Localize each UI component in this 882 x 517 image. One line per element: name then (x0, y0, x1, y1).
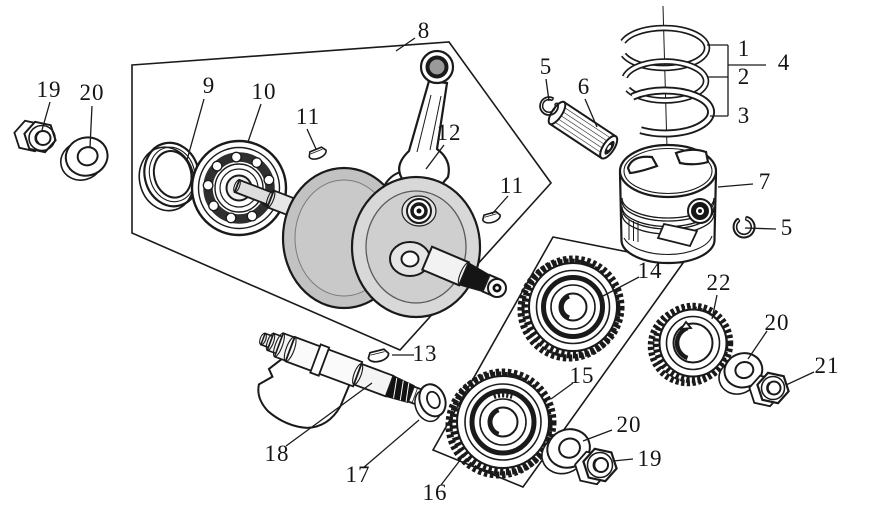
valve-pocket-left (626, 155, 659, 175)
woodruff-key-right (481, 210, 501, 224)
leader-8 (395, 37, 416, 52)
leader-12 (425, 144, 445, 170)
flange-nut-left (13, 119, 57, 154)
pin-boss-facet (656, 222, 699, 248)
flange-nut-right (748, 371, 790, 408)
piston-pin-circlip-left (539, 96, 559, 116)
leader-lines (41, 37, 815, 486)
balance-shaft-key (367, 348, 390, 363)
top-compression-ring (620, 24, 711, 72)
leader-22 (711, 294, 718, 320)
shaft-collar (309, 343, 331, 377)
leader-19-left (41, 101, 51, 131)
leader-9 (186, 98, 205, 161)
leader-10 (247, 103, 262, 143)
piston-pin-circlip-right (732, 215, 756, 239)
hub-spline (492, 392, 514, 399)
washer-bottom (541, 428, 591, 475)
leader-20-right (747, 330, 768, 360)
piston (618, 143, 718, 265)
skirt-hatching (628, 220, 639, 242)
leader-5-left (545, 78, 550, 102)
leader-17 (362, 419, 420, 469)
leader-6 (584, 98, 598, 128)
leader-21 (785, 371, 815, 386)
leader-16 (440, 458, 462, 486)
woodruff-key-left (308, 146, 327, 160)
keyway-notch (679, 320, 693, 331)
primary-drive-gear (445, 368, 557, 479)
balance-shaft-washer (414, 383, 447, 423)
balance-driven-gear (517, 255, 625, 362)
leader-7 (717, 183, 754, 188)
flange-nut-bottom (574, 447, 618, 486)
leader-20-bottom (582, 429, 613, 442)
valve-pocket-right (674, 148, 710, 166)
leader-19-bottom (612, 458, 634, 462)
crank-hub-bore (400, 250, 420, 268)
leader-18 (285, 382, 373, 447)
washer-left (59, 136, 109, 181)
leader-5-right (744, 227, 777, 230)
ring-set-bracket (707, 44, 766, 117)
leader-11-left (306, 128, 317, 150)
balance-drive-gear (647, 302, 734, 387)
oil-ring (630, 86, 715, 138)
washer-right (718, 352, 764, 395)
piston-ring-stack (620, 5, 766, 149)
leader-15 (550, 382, 574, 400)
leader-20-left (89, 105, 93, 148)
second-compression-ring (621, 58, 710, 104)
leader-11-right (491, 195, 509, 215)
leader-14 (602, 276, 640, 297)
